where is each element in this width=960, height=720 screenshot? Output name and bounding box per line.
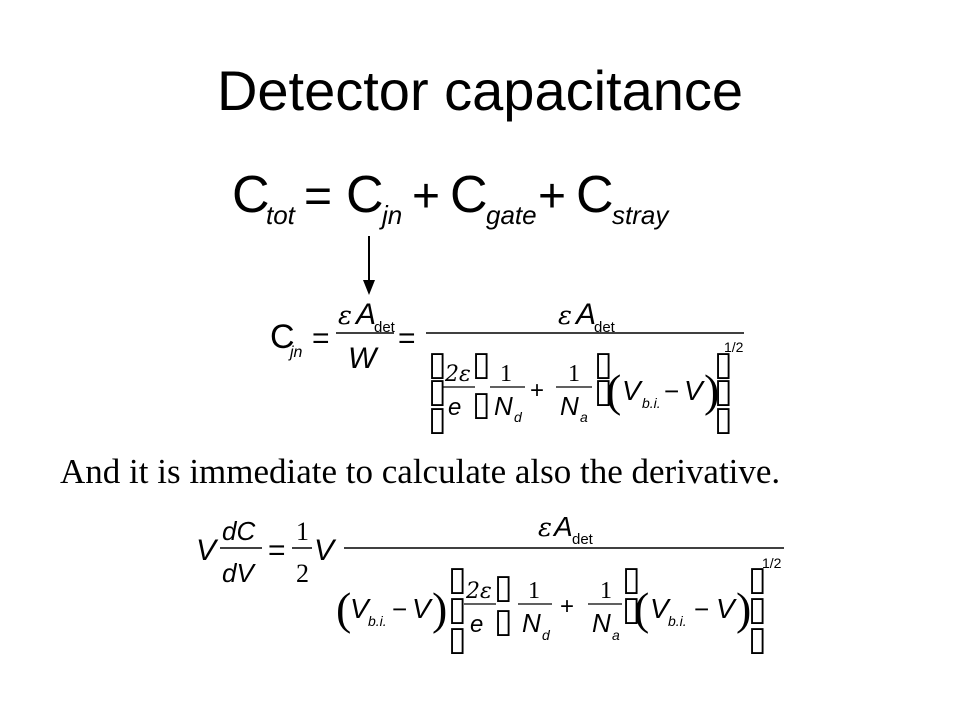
c-jn-symbol: C (346, 166, 384, 224)
v-factor: V (314, 534, 337, 567)
missing-glyph: ▯ (622, 589, 641, 629)
plus-sign-4: + (560, 593, 574, 620)
dv-denominator: dV (222, 558, 256, 588)
area-1: A (354, 298, 376, 331)
n-d-subscript: d (514, 409, 523, 425)
missing-glyph: ▯ (748, 559, 767, 599)
v-bi-symbol-2: V (350, 593, 371, 624)
c-tot-symbol: C (232, 166, 270, 224)
missing-glyph: ▯ (494, 601, 513, 641)
minus-sign-2: − (392, 594, 407, 624)
plus-sign-2: + (538, 170, 566, 223)
area-det-subscript-2: det (594, 319, 616, 336)
c-jn-subscript: jn (379, 200, 402, 230)
epsilon-1: ε (338, 301, 352, 331)
n-d-symbol-2: N (522, 608, 541, 638)
plus-sign-1: + (412, 170, 440, 223)
n-a-subscript: a (580, 409, 588, 425)
v-symbol: V (684, 375, 705, 406)
n-a-symbol: N (560, 391, 579, 421)
exponent-half-1: 1/2 (724, 339, 744, 355)
missing-glyph: ▯ (448, 619, 467, 659)
one-numerator-3: 1 (528, 578, 540, 604)
one-numerator-2: 1 (568, 361, 580, 387)
two-epsilon: 2ε (444, 362, 471, 387)
n-a-subscript-2: a (612, 627, 620, 643)
equals-sign-4: = (268, 534, 286, 567)
equals-sign-3: = (398, 322, 416, 355)
open-paren-3: ( (634, 583, 649, 634)
plus-sign-3: + (530, 377, 544, 404)
missing-glyph: ▯ (714, 399, 733, 439)
v-bi-subscript-2: b.i. (368, 613, 387, 629)
elementary-charge-2: e (470, 611, 483, 638)
open-paren-2: ( (336, 583, 351, 634)
c-jn-lhs-subscript: jn (288, 344, 303, 361)
c-stray-subscript: stray (612, 200, 670, 230)
area-2: A (574, 298, 596, 331)
missing-glyph: ▯ (714, 344, 733, 384)
missing-glyph: ▯ (448, 559, 467, 599)
two-epsilon-2: 2ε (465, 579, 492, 604)
missing-glyph: ▯ (472, 344, 491, 384)
v-symbol-2: V (412, 593, 433, 624)
n-d-symbol: N (494, 391, 513, 421)
c-tot-subscript: tot (266, 200, 297, 230)
open-paren: ( (606, 365, 621, 416)
dc-numerator: dC (222, 516, 255, 546)
missing-glyph: ▯ (594, 344, 613, 384)
one-numerator-1: 1 (500, 361, 512, 387)
minus-sign: − (664, 376, 679, 406)
close-paren-2: ) (432, 583, 447, 634)
missing-glyph: ▯ (594, 371, 613, 411)
epsilon-3: ε (538, 513, 552, 543)
c-stray-symbol: C (576, 166, 614, 224)
width-symbol: W (348, 342, 379, 375)
derivative-sentence: And it is immediate to calculate also th… (60, 452, 781, 491)
slide-title: Detector capacitance (216, 59, 744, 122)
v-bi-subscript-3: b.i. (668, 613, 687, 629)
minus-sign-3: − (694, 594, 709, 624)
area-3: A (552, 511, 573, 542)
area-det-subscript-3: det (572, 531, 594, 548)
c-jn-lhs: C (270, 318, 295, 356)
missing-glyph: ▯ (448, 589, 467, 629)
missing-glyph: ▯ (428, 371, 447, 411)
v-prefactor: V (196, 534, 219, 567)
close-paren: ) (704, 365, 719, 416)
close-paren-3: ) (736, 583, 751, 634)
missing-glyph: ▯ (714, 371, 733, 411)
c-gate-subscript: gate (486, 200, 537, 230)
missing-glyph: ▯ (428, 399, 447, 439)
c-gate-symbol: C (450, 166, 488, 224)
exponent-half-2: 1/2 (762, 555, 782, 571)
v-symbol-3: V (716, 593, 737, 624)
area-det-subscript-1: det (374, 319, 396, 336)
one-numerator-4: 1 (600, 578, 612, 604)
equals-sign-1: = (304, 170, 332, 223)
epsilon-2: ε (558, 301, 572, 331)
elementary-charge: e (448, 394, 461, 421)
missing-glyph: ▯ (494, 567, 513, 607)
missing-glyph: ▯ (472, 384, 491, 424)
v-bi-symbol: V (622, 375, 643, 406)
half-numerator: 1 (296, 517, 309, 546)
n-d-subscript-2: d (542, 627, 551, 643)
missing-glyph: ▯ (428, 344, 447, 384)
v-bi-subscript: b.i. (642, 395, 661, 411)
equals-sign-2: = (312, 322, 330, 355)
missing-glyph: ▯ (622, 559, 641, 599)
missing-glyph: ▯ (748, 619, 767, 659)
missing-glyph: ▯ (748, 589, 767, 629)
half-denominator: 2 (296, 559, 309, 588)
v-bi-symbol-3: V (650, 593, 671, 624)
n-a-symbol-2: N (592, 608, 611, 638)
